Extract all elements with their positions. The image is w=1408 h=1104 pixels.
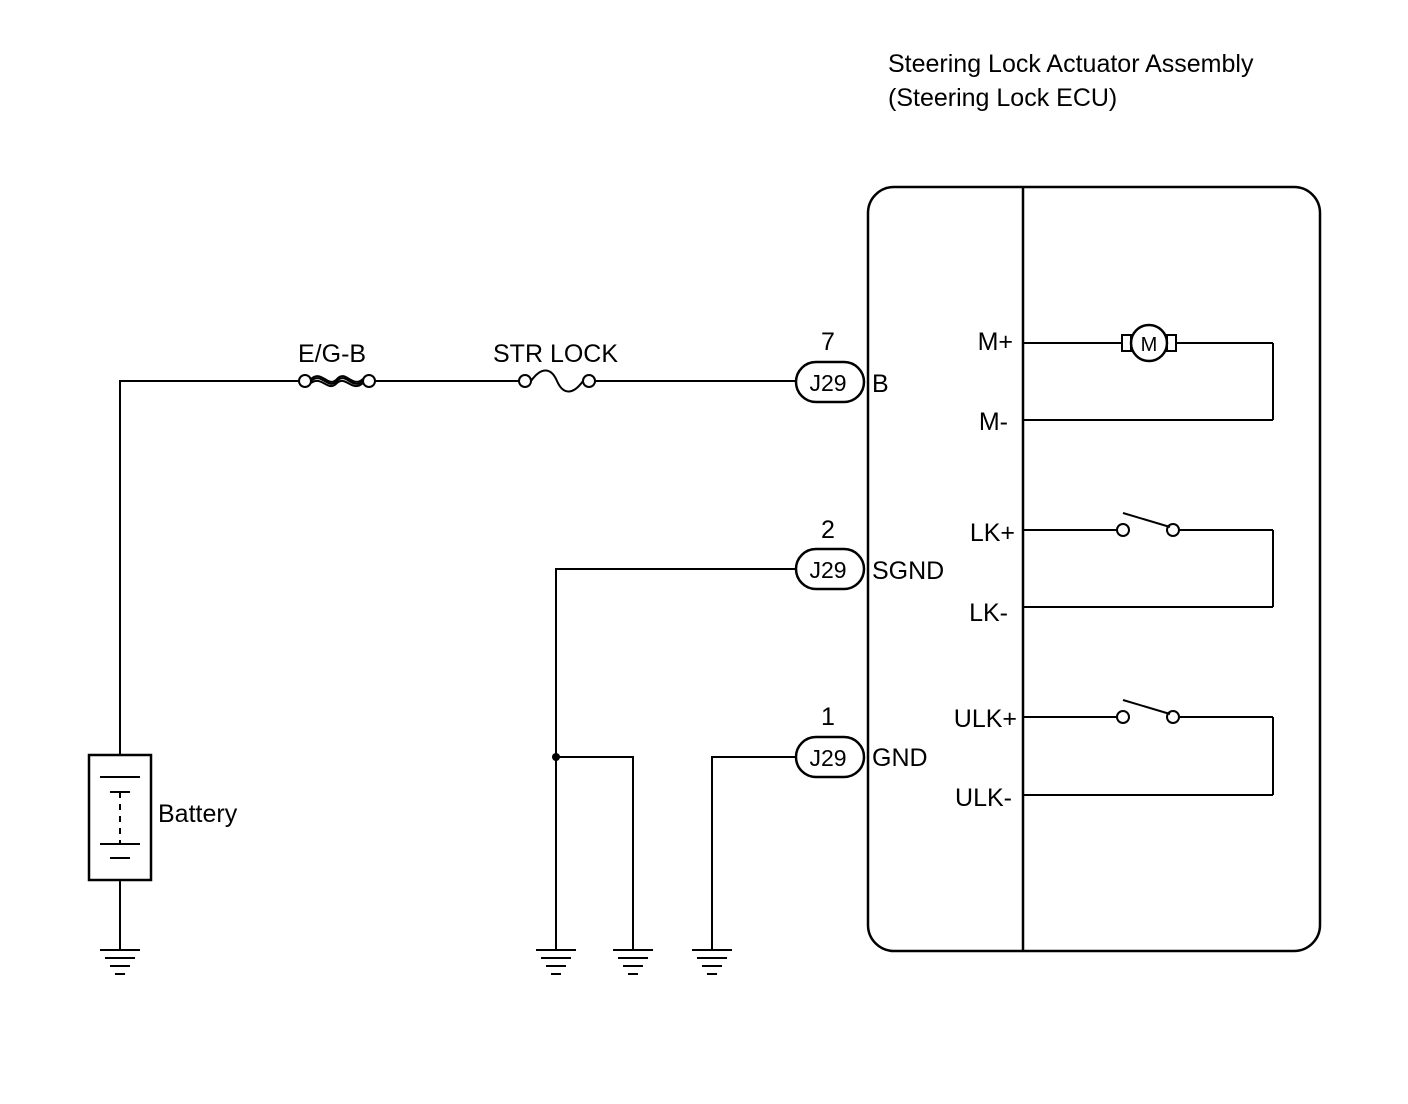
terminal-sgnd-label: SGND <box>872 557 944 585</box>
terminal-m-minus: M- <box>979 408 1008 436</box>
ecu-subtitle: (Steering Lock ECU) <box>888 84 1117 112</box>
terminal-b-label: B <box>872 370 889 398</box>
fuse-egb-label: E/G-B <box>298 340 366 368</box>
connector-j29-b <box>794 360 866 404</box>
terminal-m-plus: M+ <box>978 328 1013 356</box>
ground-icon <box>613 949 653 975</box>
terminal-lk-minus: LK- <box>969 599 1008 627</box>
connector-pin-2: 2 <box>821 516 835 544</box>
connector-code: J29 <box>809 745 846 771</box>
lock-switch-circuit <box>1023 529 1274 608</box>
connector-j29-gnd <box>794 735 866 779</box>
motor-circuit <box>1023 342 1274 421</box>
ground-icon <box>692 949 732 975</box>
ecu-box <box>866 185 1322 953</box>
ecu-title: Steering Lock Actuator Assembly <box>888 50 1254 78</box>
lock-switch-icon <box>1116 512 1180 537</box>
unlock-switch-icon <box>1116 699 1180 724</box>
gnd-wire <box>711 756 796 950</box>
unlock-switch-circuit <box>1023 716 1274 796</box>
terminal-ulk-plus: ULK+ <box>954 705 1017 733</box>
connector-code: J29 <box>809 370 846 396</box>
motor-icon <box>1121 323 1177 363</box>
fuse-str-lock-label: STR LOCK <box>493 340 618 368</box>
power-wire <box>119 380 796 755</box>
motor-symbol: M <box>1141 334 1158 356</box>
terminal-lk-plus: LK+ <box>970 519 1015 547</box>
connector-pin-7: 7 <box>821 328 835 356</box>
battery-label: Battery <box>158 800 238 828</box>
sgnd-wire <box>552 568 796 950</box>
terminal-ulk-minus: ULK- <box>955 784 1012 812</box>
ground-icon <box>100 949 140 975</box>
ground-icon <box>536 949 576 975</box>
connector-code: J29 <box>809 557 846 583</box>
connector-j29-sgnd <box>794 547 866 591</box>
fuse-str-lock <box>518 369 596 393</box>
connector-pin-1: 1 <box>821 703 835 731</box>
terminal-gnd-label: GND <box>872 744 928 772</box>
fuse-egb <box>298 374 376 388</box>
battery-symbol <box>87 753 153 950</box>
